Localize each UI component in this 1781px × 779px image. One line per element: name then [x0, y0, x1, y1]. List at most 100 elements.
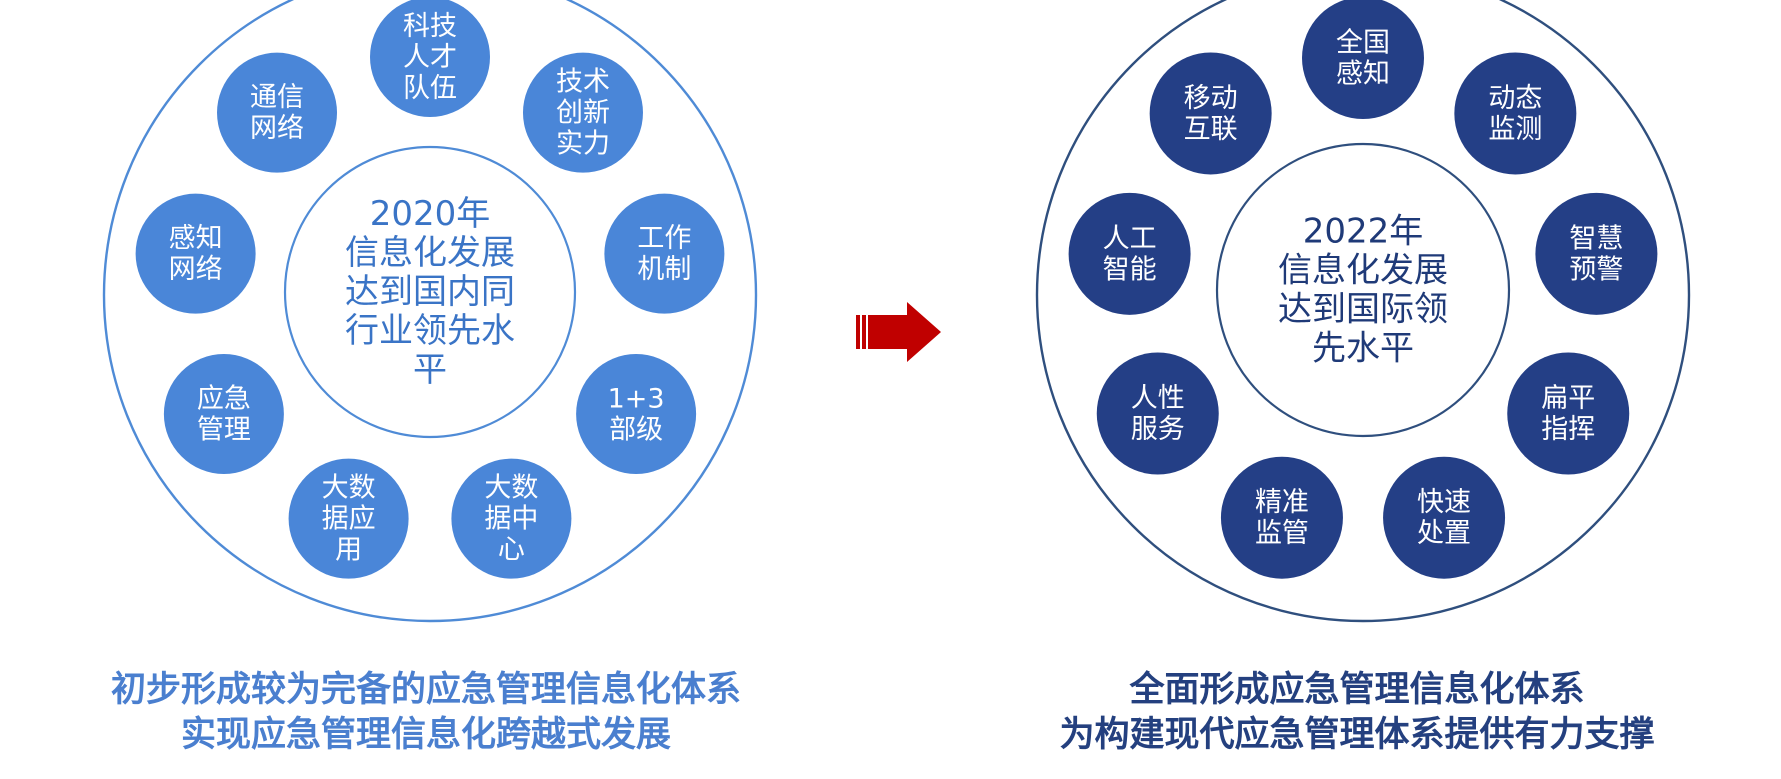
left-node-3-label: 工作机制 — [637, 223, 691, 285]
right-caption-line-2: 为构建现代应急管理体系提供有力支撑 — [1059, 714, 1654, 755]
right-caption: 全面形成应急管理信息化体系 为构建现代应急管理体系提供有力支撑 — [1059, 669, 1654, 755]
left-center-line-5: 平 — [413, 350, 447, 390]
right-node-7-label: 人性服务 — [1131, 383, 1185, 445]
right-node-6-circle — [1220, 456, 1343, 579]
left-node-2: 技术创新实力 — [522, 52, 643, 173]
left-node-5-label: 大数据中心 — [484, 472, 538, 565]
left-node-2-line-2: 创新 — [556, 97, 610, 128]
left-caption: 初步形成较为完备的应急管理信息化体系 实现应急管理信息化跨越式发展 — [111, 669, 741, 755]
arrow-icon — [868, 302, 941, 362]
right-node-9: 移动互联 — [1149, 52, 1272, 175]
right-node-3-line-1: 智慧 — [1569, 223, 1623, 254]
right-node-1-line-1: 全国 — [1336, 27, 1390, 58]
left-node-3-line-2: 机制 — [637, 254, 691, 285]
left-node-2-label: 技术创新实力 — [556, 66, 610, 159]
left-outer-ring — [102, 0, 758, 623]
right-node-5-line-1: 快速 — [1417, 487, 1471, 518]
right-node-4-label: 扁平指挥 — [1541, 383, 1595, 445]
right-node-9-circle — [1149, 52, 1272, 175]
left-node-7-label: 应急管理 — [197, 383, 251, 445]
left-node-8-line-2: 网络 — [169, 254, 223, 285]
left-node-8-circle — [135, 193, 256, 314]
right-node-3-line-2: 预警 — [1569, 254, 1623, 285]
right-node-2-line-2: 监测 — [1488, 113, 1542, 144]
left-node-5-line-2: 据中 — [484, 503, 538, 534]
left-node-5-line-3: 心 — [498, 534, 525, 565]
left-node-6: 大数据应用 — [288, 458, 409, 579]
left-caption-line-2: 实现应急管理信息化跨越式发展 — [181, 714, 671, 755]
right-node-5: 快速处置 — [1383, 456, 1506, 579]
right-node-4-circle — [1507, 352, 1630, 475]
right-node-1: 全国感知 — [1302, 0, 1424, 119]
left-node-4-circle — [576, 354, 697, 474]
left-node-5: 大数据中心 — [451, 458, 572, 579]
left-node-3: 工作机制 — [604, 193, 725, 314]
right-node-2: 动态监测 — [1454, 52, 1577, 175]
right-center-line-1: 2022年 — [1303, 212, 1424, 252]
left-node-1-line-1: 科技 — [403, 11, 457, 42]
right-center-line-3: 达到国际领 — [1278, 290, 1448, 330]
right-node-5-line-2: 处置 — [1417, 518, 1471, 549]
left-node-7-line-1: 应急 — [197, 383, 251, 414]
right-center-line-4: 先水平 — [1312, 329, 1414, 369]
left-node-1-line-2: 人才 — [403, 42, 457, 73]
right-node-6: 精准监管 — [1220, 456, 1343, 579]
left-center-line-1: 2020年 — [370, 194, 491, 234]
left-node-8-line-1: 感知 — [169, 223, 223, 254]
left-node-9-circle — [217, 52, 338, 173]
left-node-4-line-1: 1+3 — [608, 383, 665, 414]
right-node-7-line-1: 人性 — [1131, 383, 1185, 414]
left-node-9: 通信网络 — [217, 52, 338, 173]
right-inner-ring — [1215, 142, 1511, 438]
right-node-5-label: 快速处置 — [1417, 487, 1471, 549]
left-node-6-line-2: 据应 — [322, 503, 376, 534]
transition-arrow — [856, 302, 941, 362]
left-center-title: 2020年信息化发展达到国内同行业领先水平 — [345, 194, 515, 390]
left-caption-line-1: 初步形成较为完备的应急管理信息化体系 — [111, 669, 741, 710]
right-outer-ring — [1035, 0, 1691, 623]
left-node-7-circle — [163, 354, 284, 474]
left-node-7: 应急管理 — [163, 354, 284, 474]
left-node-4-line-2: 部级 — [609, 414, 663, 445]
right-node-9-line-1: 移动 — [1184, 82, 1238, 113]
right-node-8-circle — [1068, 192, 1191, 315]
right-node-8-line-2: 智能 — [1103, 254, 1157, 285]
right-node-2-circle — [1454, 52, 1577, 175]
right-node-6-line-2: 监管 — [1255, 518, 1309, 549]
right-node-5-circle — [1383, 456, 1506, 579]
left-inner-ring — [283, 145, 577, 439]
right-node-9-label: 移动互联 — [1184, 82, 1238, 144]
right-node-6-label: 精准监管 — [1255, 487, 1309, 549]
left-node-1: 科技人才队伍 — [370, 0, 490, 117]
right-node-6-line-1: 精准 — [1255, 487, 1309, 518]
right-node-8: 人工智能 — [1068, 192, 1191, 315]
right-center-line-2: 信息化发展 — [1278, 251, 1448, 291]
right-node-3-label: 智慧预警 — [1569, 223, 1623, 285]
left-center-line-4: 行业领先水 — [345, 311, 515, 351]
right-node-3-circle — [1535, 192, 1658, 315]
right-node-8-line-1: 人工 — [1103, 223, 1157, 254]
right-node-4: 扁平指挥 — [1507, 352, 1630, 475]
left-node-5-circle — [451, 458, 572, 579]
left-node-3-line-1: 工作 — [637, 223, 691, 254]
left-node-9-label: 通信网络 — [250, 82, 304, 144]
left-node-6-line-1: 大数 — [322, 472, 376, 503]
right-node-4-line-2: 指挥 — [1541, 414, 1595, 445]
right-node-7: 人性服务 — [1096, 352, 1219, 475]
right-caption-line-1: 全面形成应急管理信息化体系 — [1128, 669, 1584, 710]
left-node-1-label: 科技人才队伍 — [403, 11, 457, 104]
right-node-7-circle — [1096, 352, 1219, 475]
right-node-2-label: 动态监测 — [1488, 82, 1542, 144]
left-node-6-circle — [288, 458, 409, 579]
left-node-8-label: 感知网络 — [169, 223, 223, 285]
left-center-line-2: 信息化发展 — [345, 233, 515, 273]
right-node-1-label: 全国感知 — [1336, 27, 1390, 89]
left-node-3-circle — [604, 193, 725, 314]
arrow-stripe-1 — [856, 315, 860, 349]
left-node-2-line-3: 实力 — [556, 128, 610, 159]
left-center-line-3: 达到国内同 — [345, 272, 515, 312]
